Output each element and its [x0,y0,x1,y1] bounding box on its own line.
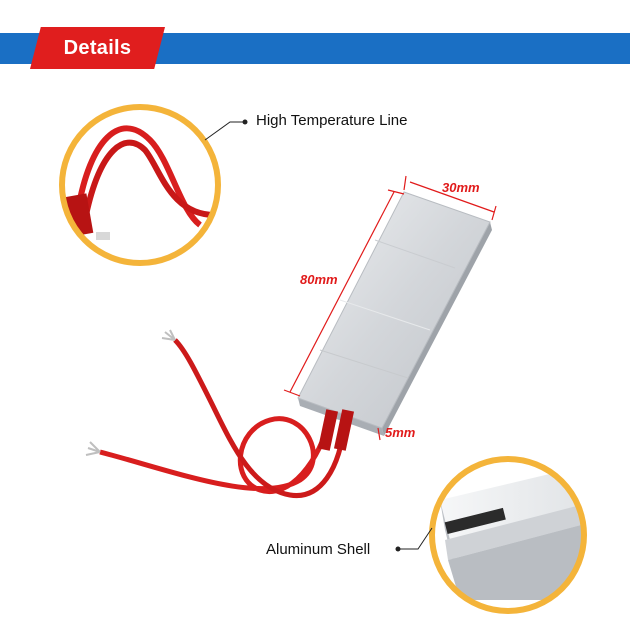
aluminum-shell-leader-dot [395,546,401,552]
aluminum-shell-leader-line [398,527,433,550]
details-banner-label: Details [30,27,165,69]
thickness-dimension-label: 5mm [385,425,416,440]
high-temp-leader-line [204,121,245,141]
width-dimension-label: 30mm [442,180,480,195]
aluminum-shell-callout: Aluminum Shell [266,541,371,558]
length-dimension-label: 80mm [300,272,338,287]
high-temp-leader-dot [242,119,248,125]
heater-wires [85,329,355,499]
high-temp-line-callout: High Temperature Line [256,112,408,129]
aluminum-shell-closeup-circle [429,456,587,614]
dimension-lines [283,175,497,441]
heater-plate [297,191,492,436]
wire-closeup-circle [59,104,221,266]
